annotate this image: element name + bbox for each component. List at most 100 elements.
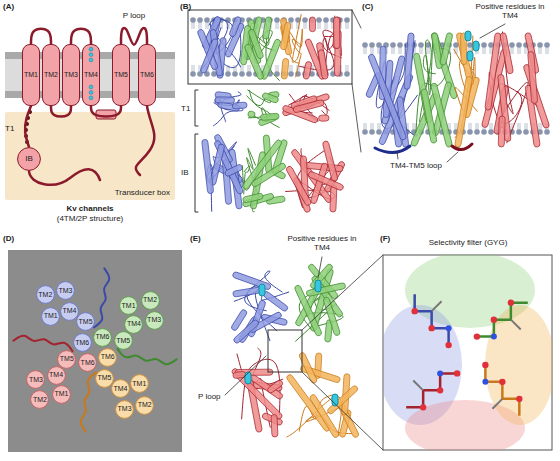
circle-shape — [27, 371, 45, 389]
helix-circle: TM1 — [52, 385, 71, 404]
circle-shape — [31, 391, 49, 409]
zoom-line — [352, 84, 361, 152]
linker-tail — [94, 268, 109, 327]
helix — [260, 113, 279, 120]
lipid-head — [232, 71, 238, 77]
helix-bundle — [197, 16, 245, 79]
node-text: Transducer box — [115, 188, 170, 197]
lipid-head — [537, 42, 543, 48]
residue-stick — [485, 365, 519, 416]
circle-shape — [116, 400, 134, 418]
lipid-head — [369, 42, 375, 48]
helix-box: TM3 — [62, 44, 80, 106]
zoom-line — [352, 10, 361, 28]
helix-bundle — [299, 16, 341, 80]
helix-bundle — [286, 352, 360, 439]
residue-stick — [511, 320, 521, 330]
circle-shape — [61, 302, 79, 320]
helix-circle: TM2 — [30, 390, 49, 409]
node-text: TM4 — [114, 385, 128, 393]
helix-bundle — [481, 32, 550, 148]
zoom-line — [302, 255, 383, 330]
leader-line — [225, 356, 266, 395]
node-text: TM3 — [147, 316, 161, 324]
loop-connector — [25, 106, 31, 147]
filter-view — [383, 255, 552, 450]
node-text: TM1 — [132, 380, 146, 388]
helix-circle: TM6 — [73, 333, 92, 352]
nitrogen-atom — [482, 379, 488, 385]
helix — [498, 116, 505, 147]
zoom-frame — [188, 10, 352, 84]
helix-circle: TM1 — [41, 307, 60, 326]
helix-circle: TM2 — [135, 396, 154, 415]
helix — [262, 16, 272, 39]
lipid-head — [523, 129, 529, 135]
helix — [528, 51, 538, 103]
circle-shape — [53, 385, 71, 403]
oxygen-atom — [437, 387, 443, 393]
lipid-head — [197, 17, 203, 23]
helix — [251, 162, 287, 188]
helix — [285, 165, 312, 206]
helix-bundle — [285, 141, 345, 214]
panel-letter: (B) — [180, 2, 191, 11]
lipid-head — [544, 42, 550, 48]
node-text: TM6 — [75, 339, 89, 347]
helix-circle: TM4 — [47, 366, 66, 385]
node-text: TM6 — [95, 333, 109, 341]
node-text: TM2 — [38, 291, 52, 299]
circle-shape — [95, 369, 113, 387]
oxygen-atom — [454, 370, 460, 376]
lipid-head — [544, 129, 550, 135]
helix-circle: TM3 — [145, 311, 164, 330]
node-text: TM1 — [122, 302, 136, 310]
nitrogen-atom — [446, 325, 452, 331]
lipid-head — [344, 17, 350, 23]
linker-tail — [13, 336, 72, 351]
circle-shape — [114, 332, 132, 350]
helix-circle: TM1 — [119, 296, 138, 315]
residue-stick — [432, 301, 442, 311]
lipid-head — [467, 129, 473, 135]
node-text: TM5 — [116, 337, 130, 345]
helix — [308, 171, 345, 191]
helix — [262, 92, 279, 103]
lipid-head — [225, 71, 231, 77]
figure-subtitle: (4TM/2P structure) — [30, 214, 150, 223]
lipid-head — [516, 42, 522, 48]
positive-residue — [465, 31, 471, 41]
lipid-head — [323, 17, 329, 23]
n-terminus — [29, 169, 100, 185]
helix-circle: TM2 — [141, 291, 160, 310]
coil — [292, 14, 302, 62]
lipid-head — [397, 42, 403, 48]
callout-label: Selectivity filter (GYG) — [408, 238, 528, 247]
helix — [319, 115, 330, 121]
lipid-head — [474, 129, 480, 135]
helix — [262, 290, 288, 312]
oxygen-atom — [420, 404, 426, 410]
lipid-head — [274, 17, 280, 23]
positive-residue — [259, 284, 265, 296]
circle-shape — [42, 308, 60, 326]
node-text: TM2 — [138, 401, 152, 409]
node-text: TM6 — [101, 353, 115, 361]
node-text: TM5 — [60, 355, 74, 363]
positive-residue — [467, 51, 473, 61]
helix — [258, 114, 279, 127]
lipid-head — [239, 71, 245, 77]
circle-shape — [77, 313, 95, 331]
helix — [303, 61, 312, 79]
node-text: TM1 — [44, 312, 58, 320]
helix-circle: TM4 — [124, 315, 143, 334]
helix-box: TM4 — [82, 44, 100, 106]
transducer-box: Transducer box IB — [5, 112, 175, 200]
leader-line — [447, 152, 458, 162]
node-text: IB — [25, 154, 33, 163]
lipid-head — [376, 129, 382, 135]
lipid-head — [302, 17, 308, 23]
charge-dot — [89, 58, 93, 62]
helix — [244, 43, 264, 80]
callout-label: TM4-TM5 loop — [390, 161, 442, 170]
